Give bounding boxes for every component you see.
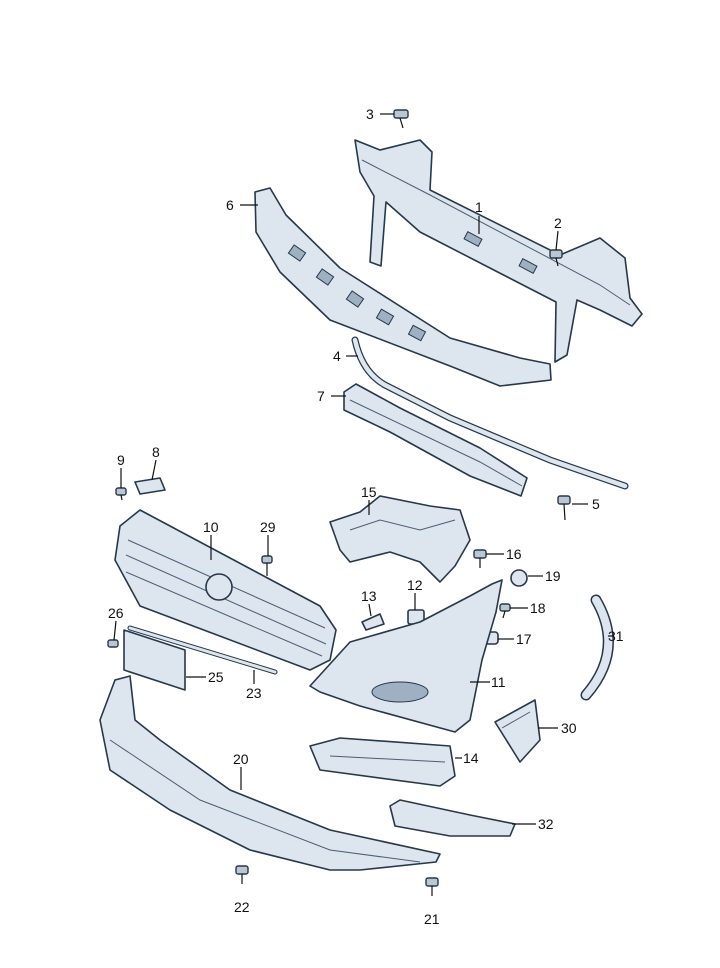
callout-26[interactable]: 26 [108, 605, 124, 621]
callout-29[interactable]: 29 [260, 519, 276, 535]
part-21-screw[interactable] [425, 877, 439, 896]
callout-23[interactable]: 23 [246, 685, 262, 701]
callout-7[interactable]: 7 [317, 388, 325, 404]
callout-16[interactable]: 16 [506, 546, 522, 562]
part-10-radiator-grille[interactable] [114, 509, 337, 671]
callout-1[interactable]: 1 [475, 199, 483, 215]
part-26-screw[interactable] [107, 639, 119, 648]
callout-30[interactable]: 30 [561, 720, 577, 736]
callout-14[interactable]: 14 [463, 750, 479, 766]
callout-9[interactable]: 9 [117, 452, 125, 468]
callout-17[interactable]: 17 [516, 631, 532, 647]
callout-8[interactable]: 8 [152, 444, 160, 460]
callout-labels: 3 6 1 2 4 7 9 8 15 5 10 29 16 19 12 13 1… [108, 106, 624, 927]
part-25-license-plate-holder[interactable] [123, 629, 186, 691]
callout-11[interactable]: 11 [491, 674, 506, 690]
part-31-wheel-arch-trim[interactable] [580, 594, 614, 701]
part-23-grille-strip[interactable] [127, 625, 278, 675]
callout-3[interactable]: 3 [366, 106, 374, 122]
callout-20[interactable]: 20 [233, 751, 249, 767]
callout-5[interactable]: 5 [592, 496, 600, 512]
part-19-clip[interactable] [510, 569, 528, 587]
callout-19[interactable]: 19 [545, 568, 561, 584]
part-14-lower-grille[interactable] [309, 737, 456, 787]
part-32-side-trim[interactable] [389, 799, 516, 837]
callout-25[interactable]: 25 [208, 669, 224, 685]
part-3-screw[interactable] [393, 109, 409, 129]
part-11-bumper-cover[interactable] [309, 579, 503, 733]
part-29-screw[interactable] [261, 555, 273, 576]
part-15-bracket[interactable] [329, 495, 471, 583]
callout-13[interactable]: 13 [361, 588, 377, 604]
part-16-screw[interactable] [473, 549, 487, 568]
callout-32[interactable]: 32 [538, 816, 554, 832]
part-18-screw[interactable] [499, 603, 511, 619]
leader-lines [113, 113, 614, 825]
part-4-trim-strip[interactable] [351, 336, 629, 490]
part-9-screw[interactable] [115, 487, 127, 501]
callout-6[interactable]: 6 [226, 197, 234, 213]
callout-4[interactable]: 4 [333, 348, 341, 364]
callout-31[interactable]: 31 [608, 628, 624, 644]
part-30-mesh-grille[interactable] [494, 699, 541, 763]
part-20-front-spoiler[interactable] [99, 675, 441, 871]
callout-22[interactable]: 22 [234, 899, 250, 915]
callout-18[interactable]: 18 [530, 600, 546, 616]
callout-21[interactable]: 21 [424, 911, 440, 927]
part-6-energy-absorber[interactable] [254, 187, 552, 387]
part-8-clip[interactable] [134, 477, 166, 495]
part-13-clip[interactable] [361, 613, 385, 631]
part-22-screw[interactable] [235, 865, 249, 884]
callout-10[interactable]: 10 [203, 519, 219, 535]
part-7-lower-absorber[interactable] [343, 383, 528, 497]
callout-2[interactable]: 2 [554, 215, 562, 231]
part-5-bolt[interactable] [557, 495, 571, 521]
part-1-bumper-beam[interactable] [354, 139, 643, 363]
callout-12[interactable]: 12 [407, 577, 423, 593]
callout-15[interactable]: 15 [361, 484, 377, 500]
